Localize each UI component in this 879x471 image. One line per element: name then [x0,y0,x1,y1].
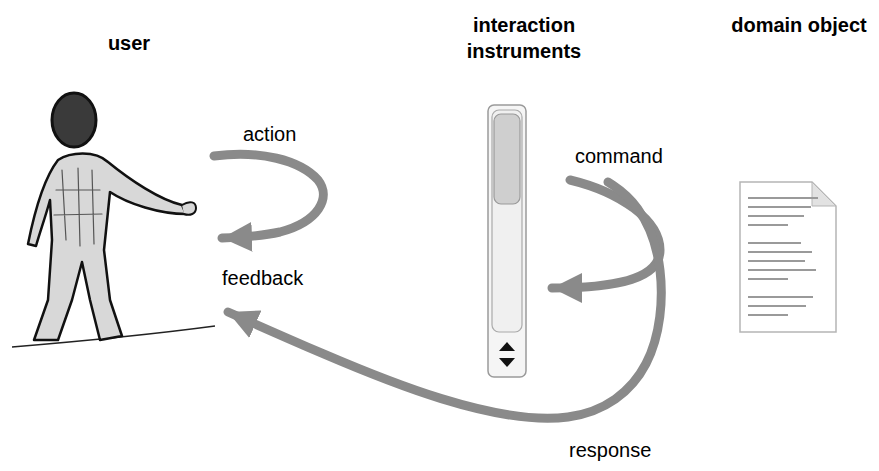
action-label: action [243,122,296,146]
document-icon [740,182,836,332]
scrollbar-thumb [494,114,520,204]
figure-head [52,93,96,147]
node-heading: interaction instruments [440,12,608,64]
figure-hand [182,202,196,215]
document-text-line [748,260,805,262]
document-text-line [748,314,788,316]
action-feedback-arrow [214,154,323,238]
document-text-line [748,197,818,199]
scrollbar-icon [488,105,526,377]
document-text-line [748,269,816,271]
scrollbar-track [492,110,522,332]
scrollbar-frame [488,105,526,377]
figure-shading [54,168,102,246]
figure-body [28,154,186,341]
document-text-line [748,206,811,208]
user-figure [28,93,196,340]
document-fold [812,182,836,206]
document-text-lines [748,198,818,315]
edge-label: response [566,438,654,462]
command-arrow [552,180,660,288]
node-heading: user [30,30,228,56]
scroll-down-arrow [499,358,515,367]
actor-node: user [30,30,228,350]
object-node: domain object [730,12,868,337]
document-text-line [748,251,812,253]
document-text-line [748,215,804,217]
feedback-label: feedback [222,266,303,290]
document-text-line [748,278,788,280]
command-label: command [575,144,663,168]
document-sheet [740,182,836,332]
document-text-line [748,242,801,244]
document-text-line [748,296,813,298]
node-heading: domain object [730,12,868,38]
document-text-line [748,224,788,226]
response-arrow [228,182,661,418]
scroll-up-arrow [499,342,515,351]
document-text-line [748,305,806,307]
instrument-node: interaction instruments [440,12,608,384]
